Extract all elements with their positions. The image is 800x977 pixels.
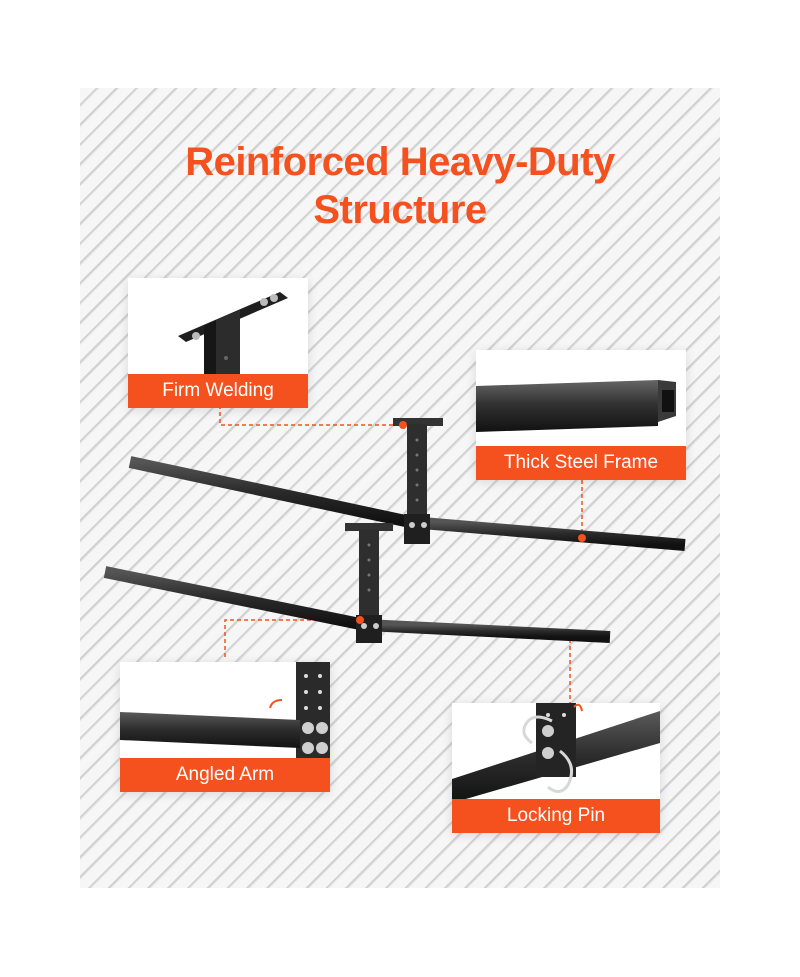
pin-clip-icon [522, 715, 553, 745]
pin-clip-icon [547, 749, 574, 793]
bolt-icon [260, 298, 268, 306]
welding-bracket-image [178, 292, 288, 378]
callout-locking-pin: Locking Pin [452, 703, 660, 833]
bolt-icon [192, 332, 200, 340]
rear-rack [128, 418, 686, 551]
callout-label: Thick Steel Frame [476, 446, 686, 480]
steel-tube-image [476, 380, 676, 432]
callout-angled-arm: Angled Arm [120, 662, 330, 792]
locking-pin-image [452, 703, 660, 803]
callout-thick-steel-frame: Thick Steel Frame [476, 350, 686, 480]
front-rack [103, 523, 611, 643]
callout-label: Firm Welding [128, 374, 308, 408]
callout-firm-welding: Firm Welding [128, 278, 308, 408]
bolt-icon [270, 294, 278, 302]
headline-line-1: Reinforced Heavy-Duty [185, 140, 615, 184]
headline-line-2: Structure [313, 188, 487, 232]
headline: Reinforced Heavy-Duty Structure [80, 138, 720, 234]
callout-label: Angled Arm [120, 758, 330, 792]
angled-arm-image [120, 662, 330, 762]
callout-label: Locking Pin [452, 799, 660, 833]
